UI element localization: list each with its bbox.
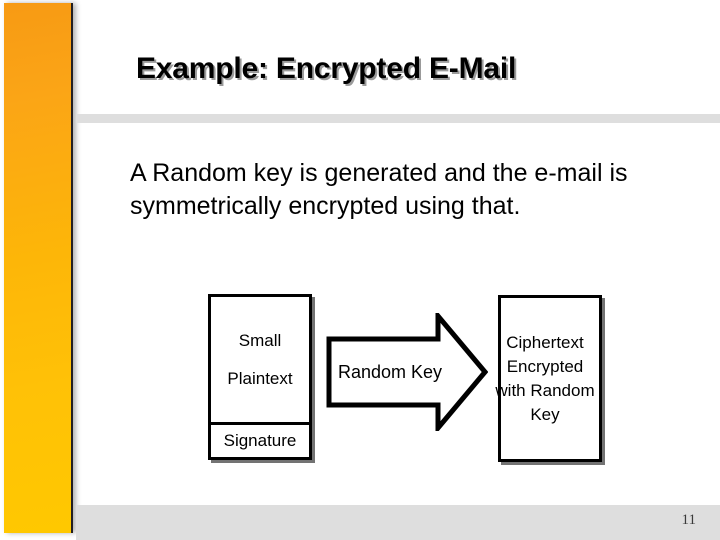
ciphertext-box-label: Ciphertext Encrypted with Random Key bbox=[495, 332, 595, 424]
page-title: Example: Encrypted E-Mail bbox=[136, 52, 517, 85]
plaintext-box-line1: Small bbox=[238, 330, 282, 350]
signature-label: Signature bbox=[223, 431, 297, 450]
right-arrow-icon bbox=[326, 313, 488, 431]
plaintext-box-line2: Plaintext bbox=[227, 368, 293, 388]
random-key-arrow-label: Random Key bbox=[337, 361, 443, 382]
plaintext-box: Small Plaintext Signature bbox=[208, 294, 312, 460]
signature-section: Signature bbox=[211, 425, 309, 457]
plaintext-box-body: Small Plaintext bbox=[211, 297, 309, 425]
title-divider bbox=[76, 114, 720, 123]
footer-bar bbox=[76, 505, 720, 540]
ciphertext-box: Ciphertext Encrypted with Random Key bbox=[495, 295, 602, 462]
page-number: 11 bbox=[681, 512, 696, 528]
random-key-arrow: Random Key bbox=[326, 313, 488, 431]
body-paragraph: A Random key is generated and the e-mail… bbox=[130, 159, 628, 220]
slide-accent-bar bbox=[4, 3, 73, 533]
